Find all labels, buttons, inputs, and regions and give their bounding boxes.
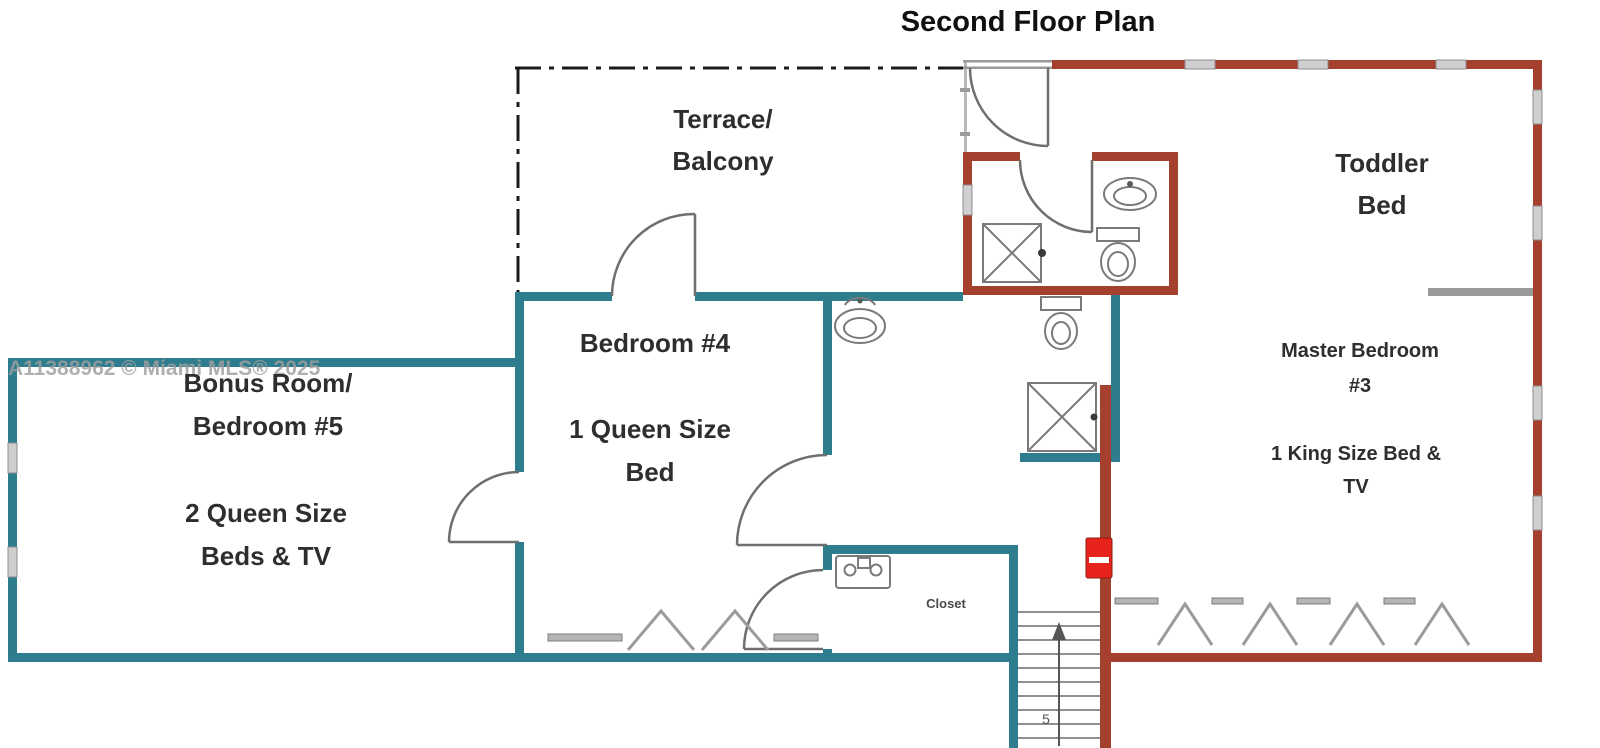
svg-text:Master Bedroom: Master Bedroom [1281,340,1439,362]
page-title: Second Floor Plan [901,6,1156,38]
terrace-door-bedroom4 [610,212,697,297]
half-wall [1428,288,1533,296]
master-window-marks [1114,597,1471,646]
svg-text:Bedroom #4: Bedroom #4 [580,328,731,358]
bedroom4-label: Bedroom #4 1 Queen Size Bed [569,328,731,487]
hall-bathroom-toilet [1040,296,1082,350]
upper-bathroom-toilet [1096,227,1140,282]
svg-text:TV: TV [1343,476,1369,498]
doors [447,67,1094,651]
upper-bathroom-door [1018,159,1094,234]
master-bedroom-label: Toddler Bed Master Bedroom #3 1 King Siz… [1271,148,1441,498]
bonus-room-door [447,470,520,544]
closet-utility-fixture [835,555,891,589]
teal-walls [8,292,1120,748]
bonus-room-label: Bonus Room/ Bedroom #5 2 Queen Size Beds… [184,368,353,571]
hall-bathroom-fixtures [834,296,1098,452]
windows [7,59,1543,578]
svg-text:Terrace/: Terrace/ [673,104,772,134]
entry-door-marker [1085,537,1113,579]
svg-text:Bedroom #5: Bedroom #5 [193,411,343,441]
upper-bathroom-shower [982,223,1046,283]
terrace-door-master [968,67,1050,148]
bedroom4-window-marks [547,608,819,651]
hall-bathroom-sink [834,296,886,344]
watermark: A11388962 © Miami MLS® 2025 [8,357,321,380]
bedroom4-hall-door [735,453,828,547]
upper-bathroom-sink [1103,177,1157,211]
upper-bathroom-fixtures [982,177,1157,283]
terrace-boundary [515,66,963,292]
svg-text:1 King Size Bed &: 1 King Size Bed & [1271,443,1441,465]
svg-text:Bonus Room/: Bonus Room/ [184,368,353,398]
closet-label: Closet [926,596,966,611]
stairs-direction-arrow [1052,622,1066,746]
stair-count: 5 [1042,711,1050,727]
terrace-label: Terrace/ Balcony [672,104,774,176]
svg-text:2 Queen Size: 2 Queen Size [185,498,347,528]
svg-text:1 Queen Size: 1 Queen Size [569,414,731,444]
staircase: 5 [1018,611,1100,746]
hall-bathroom-shower [1027,382,1098,452]
svg-text:Bed: Bed [625,457,674,487]
svg-text:Beds & TV: Beds & TV [201,541,332,571]
svg-text:#3: #3 [1349,375,1371,397]
bedroom4-closet-door [742,568,824,651]
labels: Second Floor Plan A11388962 © Miami MLS®… [8,6,1441,611]
svg-text:Balcony: Balcony [672,146,774,176]
svg-text:Bed: Bed [1357,190,1406,220]
svg-text:Toddler: Toddler [1335,148,1428,178]
